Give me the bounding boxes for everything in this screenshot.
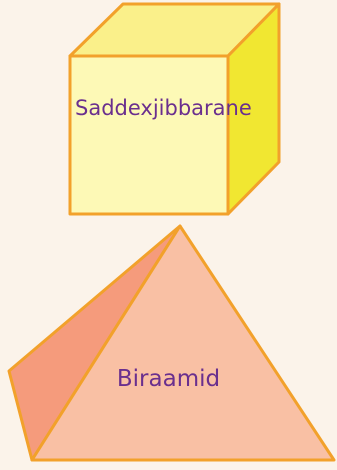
- pyramid: [7, 224, 336, 462]
- cube-label: Saddexjibbarane: [75, 96, 252, 120]
- pyramid-label: Biraamid: [116, 366, 221, 392]
- pyramid-front-face: [30, 224, 336, 462]
- cube: [68, 2, 281, 216]
- cube-front-face: [68, 54, 230, 216]
